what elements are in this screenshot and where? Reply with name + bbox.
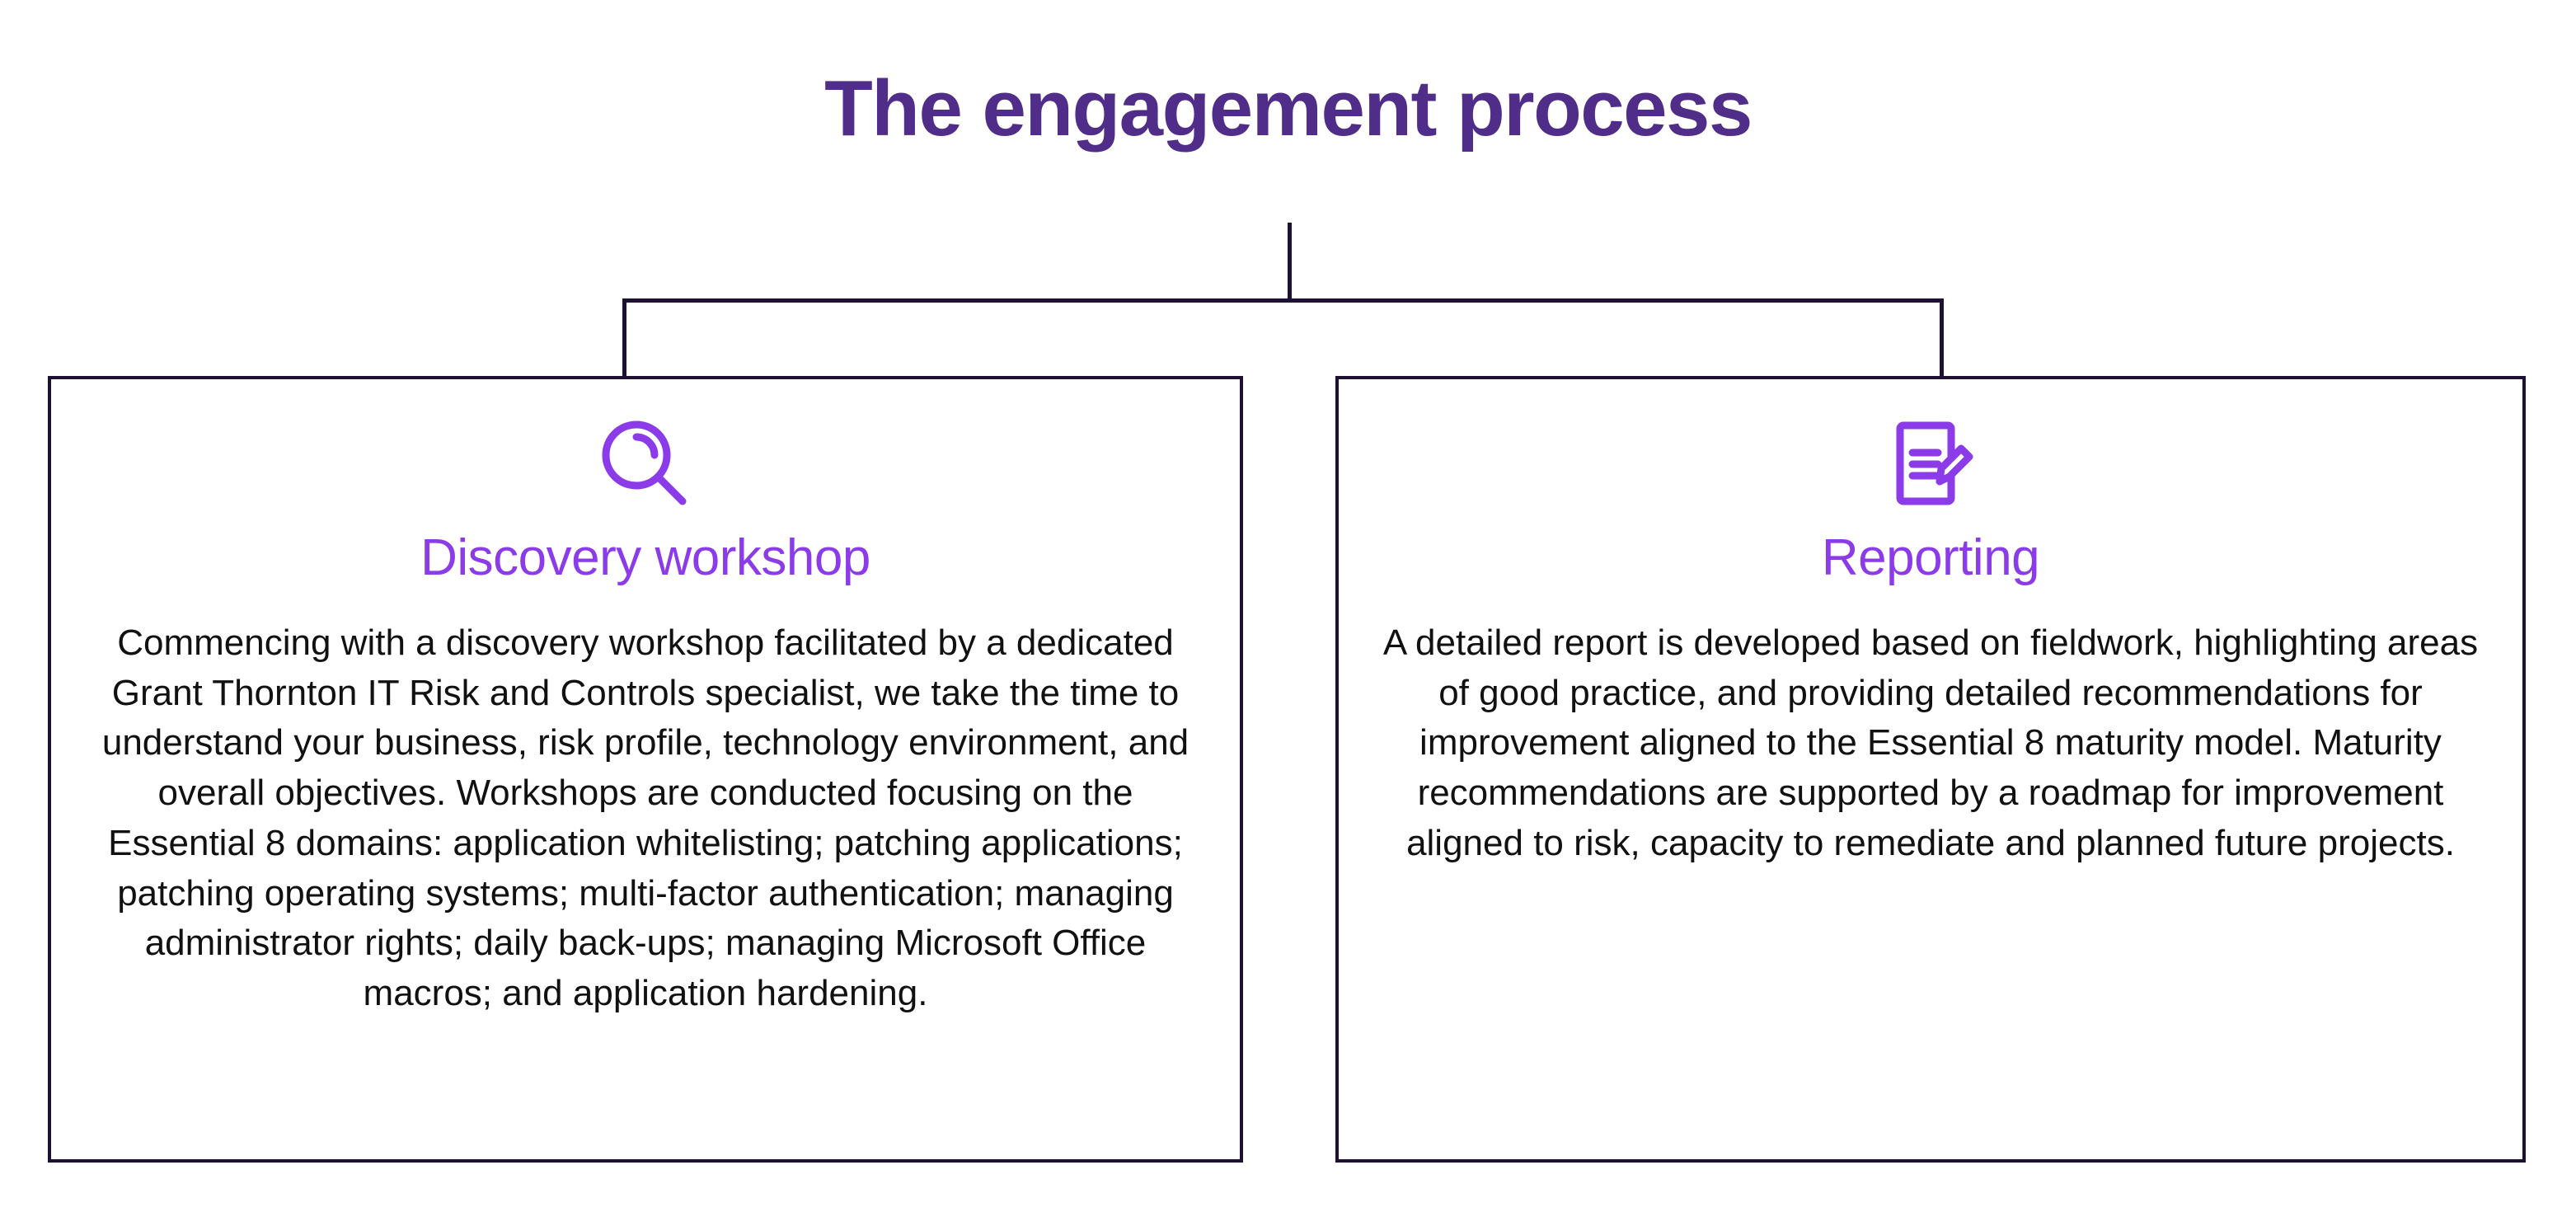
document-pencil-icon bbox=[1882, 414, 1979, 514]
connector-stem bbox=[1288, 223, 1292, 302]
card-reporting[interactable]: Reporting A detailed report is developed… bbox=[1335, 376, 2526, 1163]
magnifier-icon bbox=[597, 414, 694, 514]
card-discovery-workshop[interactable]: Discovery workshop Commencing with a dis… bbox=[48, 376, 1243, 1163]
card-body-discovery-workshop: Commencing with a discovery workshop fac… bbox=[101, 622, 1189, 1014]
card-heading-reporting: Reporting bbox=[1821, 529, 2040, 586]
page-title: The engagement process bbox=[824, 64, 1753, 153]
card-heading-discovery-workshop: Discovery workshop bbox=[420, 529, 870, 586]
connector-horizontal-bar bbox=[622, 298, 1944, 303]
connector-drop-right bbox=[1940, 298, 1944, 378]
connector-drop-left bbox=[622, 298, 626, 378]
card-body-reporting: A detailed report is developed based on … bbox=[1382, 622, 2479, 863]
